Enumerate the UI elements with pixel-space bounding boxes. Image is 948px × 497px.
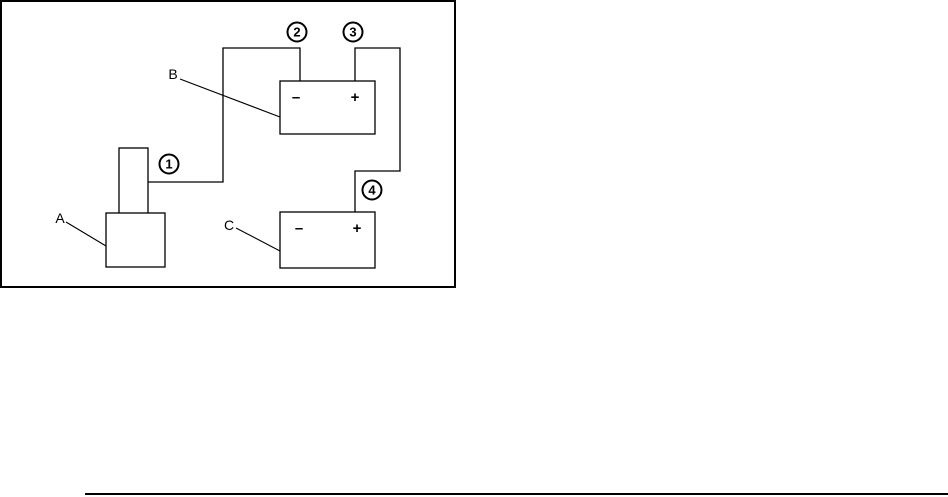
leader-c [236,228,280,251]
battery-c-positive-label: + [353,220,362,237]
diagram-frame [1,1,455,287]
label-b: B [168,66,177,82]
battery-b-negative-label: – [292,89,300,106]
battery-c-negative-label: – [295,220,303,237]
battery-b-positive-label: + [351,89,360,106]
component-a-block [106,213,165,267]
label-c: C [224,217,234,233]
leader-a [66,222,106,246]
callout-3-number: 3 [349,25,356,40]
label-a: A [55,210,65,226]
callout-4-number: 4 [368,183,376,198]
leader-b [180,79,280,117]
callout-1-number: 1 [165,157,172,172]
callout-2-number: 2 [293,25,300,40]
component-a-post [119,148,148,214]
